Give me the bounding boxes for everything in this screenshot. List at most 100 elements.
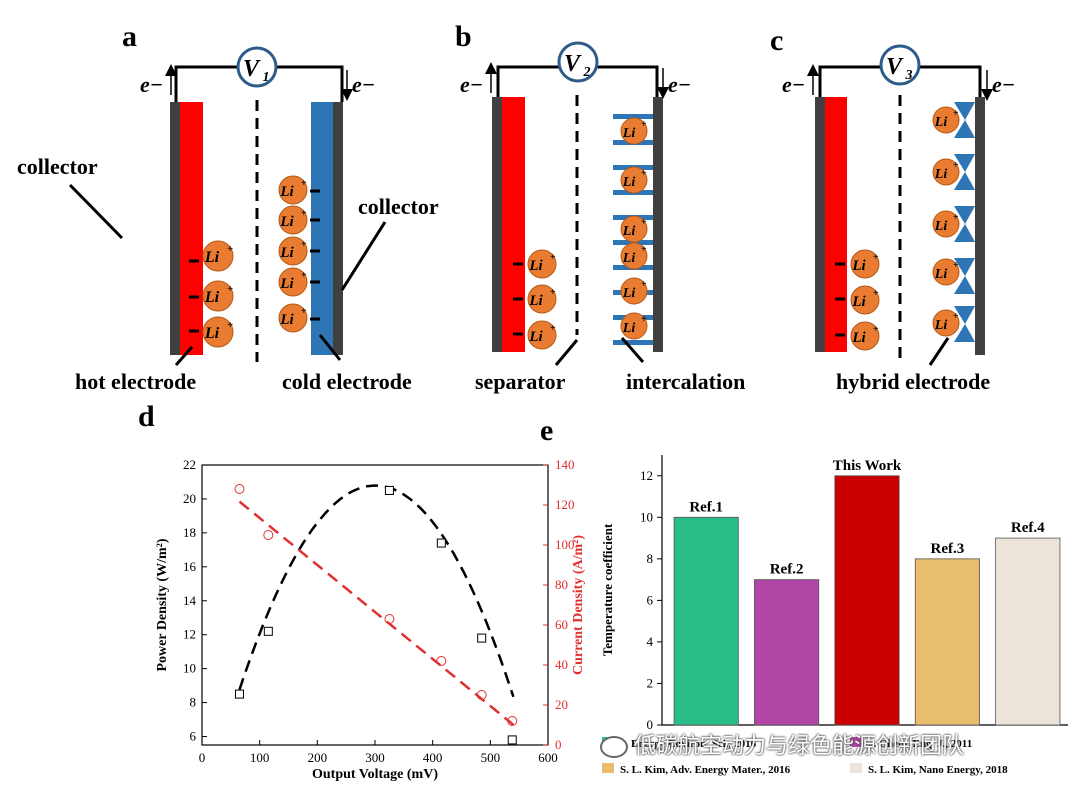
svg-text:Li: Li xyxy=(279,312,294,328)
svg-text:e−: e− xyxy=(992,72,1015,97)
intercalation-pointer xyxy=(620,337,645,363)
svg-text:+: + xyxy=(953,311,959,322)
svg-text:+: + xyxy=(953,260,959,271)
panel-label-b: b xyxy=(455,20,472,53)
svg-text:Li: Li xyxy=(934,115,948,130)
y-tick-label: 0 xyxy=(647,717,654,732)
y-tick-label: 8 xyxy=(190,695,197,710)
svg-text:+: + xyxy=(550,323,556,334)
li-ion: Li + xyxy=(620,242,648,270)
y-tick-label: 12 xyxy=(640,468,653,483)
plot-frame xyxy=(201,464,549,746)
svg-text:Li: Li xyxy=(622,321,636,336)
li-ion: Li+ xyxy=(932,158,960,186)
svg-text:Li: Li xyxy=(204,249,220,266)
svg-text:Li: Li xyxy=(528,329,543,345)
panel-label-a: a xyxy=(122,20,137,53)
li-ion: Li+ xyxy=(850,285,880,315)
svg-text:Li: Li xyxy=(528,258,543,274)
svg-text:+: + xyxy=(641,244,647,255)
svg-text:Li: Li xyxy=(279,245,294,261)
power-point xyxy=(384,485,394,495)
y2-tick-label: 60 xyxy=(555,617,568,632)
li-ion: Li + xyxy=(527,320,557,350)
svg-text:e−: e− xyxy=(460,72,483,97)
collector-hot xyxy=(170,102,180,355)
svg-text:+: + xyxy=(301,178,307,189)
x-tick-label: 600 xyxy=(538,750,558,765)
collector-cold xyxy=(653,97,663,352)
svg-text:Li: Li xyxy=(622,126,636,141)
cold-electrode-label: cold electrode xyxy=(282,369,412,394)
hot-electrode xyxy=(825,97,847,352)
current-point xyxy=(436,656,447,666)
svg-text:+: + xyxy=(301,306,307,317)
panel-c: V 3 e− e− Li+ Li+ Li+ Li+ Li+ Li+ Li+ Li… xyxy=(782,44,1015,366)
x-tick-label: 100 xyxy=(250,750,270,765)
current-point xyxy=(234,484,245,494)
li-ion: Li+ xyxy=(278,205,308,235)
bar-label: Ref.2 xyxy=(770,562,804,578)
li-ion: Li+ xyxy=(850,249,880,279)
svg-text:+: + xyxy=(550,287,556,298)
svg-text:+: + xyxy=(641,279,647,290)
separator-label: separator xyxy=(475,369,566,394)
hot-electrode-label: hot electrode xyxy=(75,369,197,394)
legend-swatch xyxy=(850,737,862,747)
current-point xyxy=(384,614,395,624)
li-ion: Li+ xyxy=(527,249,557,279)
svg-text:Li: Li xyxy=(934,219,948,234)
svg-text:Li: Li xyxy=(622,175,636,190)
bar-label: This Work xyxy=(833,458,902,474)
power-point xyxy=(477,633,487,643)
li-ion: Li+ xyxy=(278,175,308,205)
y-tick-label: 14 xyxy=(183,593,197,608)
svg-text:V: V xyxy=(243,56,261,82)
hybrid-electrode-shapes xyxy=(954,102,975,342)
hybrid-electrode-label: hybrid electrode xyxy=(836,369,991,394)
svg-text:+: + xyxy=(301,270,307,281)
hot-pointer xyxy=(174,346,194,366)
svg-text:e−: e− xyxy=(668,72,691,97)
y-tick-label: 10 xyxy=(183,661,196,676)
svg-text:Li: Li xyxy=(204,289,220,306)
bar-label: Ref.3 xyxy=(931,541,965,557)
svg-text:Li: Li xyxy=(934,318,948,333)
collector-pointer-right xyxy=(340,221,387,291)
x-tick-label: 400 xyxy=(423,750,443,765)
li-ion: Li + xyxy=(202,240,234,272)
svg-text:Li: Li xyxy=(622,251,636,266)
y2-axis-label: Current Density (A/m²) xyxy=(571,535,586,675)
bar xyxy=(673,516,739,726)
voltmeter-v2: V 2 xyxy=(557,41,599,83)
svg-text:+: + xyxy=(227,319,233,331)
x-tick-label: 200 xyxy=(308,750,328,765)
svg-text:Li: Li xyxy=(279,214,294,230)
svg-text:3: 3 xyxy=(905,68,913,83)
hot-electrode xyxy=(180,102,203,355)
bar-label: Ref.1 xyxy=(689,499,723,515)
svg-text:+: + xyxy=(227,243,233,255)
y-tick-label: 20 xyxy=(183,491,196,506)
li-ion: Li + xyxy=(932,309,960,337)
y2-tick-label: 80 xyxy=(555,577,568,592)
panel-b: V 2 e− e− Li+ Li+ Li+ Li+ Li+ Li+ Li+ Li… xyxy=(460,41,691,366)
separator-pointer xyxy=(554,339,579,366)
svg-text:1: 1 xyxy=(263,70,270,85)
x-tick-label: 0 xyxy=(199,750,206,765)
svg-text:Li: Li xyxy=(204,325,220,342)
collector-pointer-left xyxy=(68,183,124,240)
wechat-icon xyxy=(600,736,628,758)
hot-electrode xyxy=(502,97,525,352)
svg-text:+: + xyxy=(641,217,647,228)
svg-text:e−: e− xyxy=(352,72,375,97)
svg-text:+: + xyxy=(301,239,307,250)
current-point xyxy=(476,690,487,700)
svg-text:+: + xyxy=(953,160,959,171)
current-point xyxy=(263,530,274,540)
y-axis-label: Temperature coefficient xyxy=(600,523,615,656)
svg-text:Li: Li xyxy=(622,286,636,301)
watermark: 低碳航空动力与绿色能源创新团队 xyxy=(600,728,964,760)
current-point xyxy=(507,716,518,726)
